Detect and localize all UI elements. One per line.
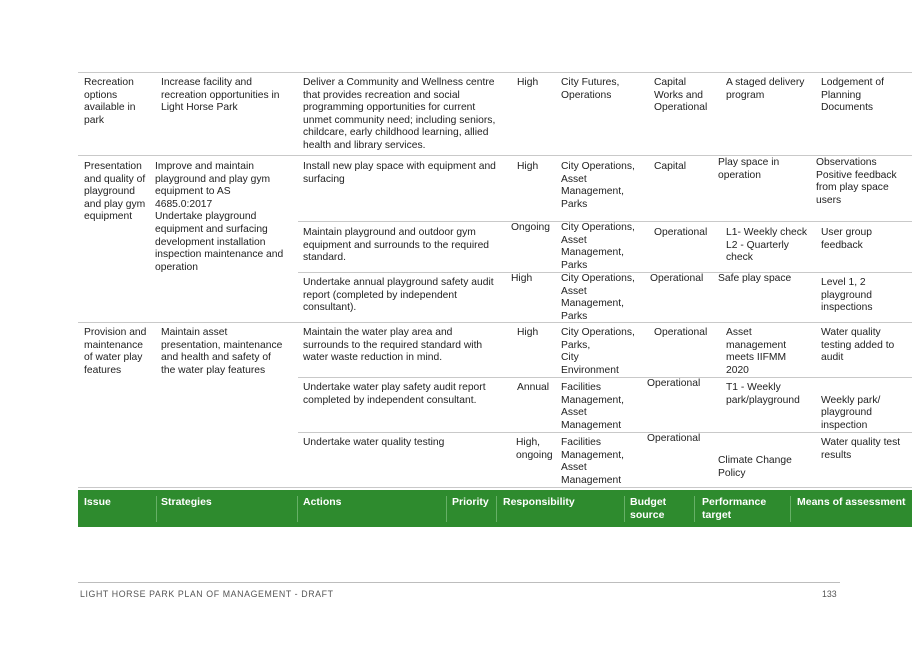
- responsibility-cell: City Operations, Asset Management, Parks: [561, 273, 635, 322]
- budget-cell: Operational: [654, 227, 708, 238]
- header-divider: [694, 496, 695, 522]
- row-divider: [298, 221, 912, 222]
- assessment-cell: Observations Positive feedback from play…: [816, 157, 897, 206]
- target-cell: Asset management meets IIFMM 2020: [726, 327, 787, 376]
- footer-document-title: LIGHT HORSE PARK PLAN OF MANAGEMENT - DR…: [80, 589, 334, 599]
- header-performance-target: Performance target: [702, 496, 767, 521]
- strategy-cell: Increase facility and recreation opportu…: [161, 77, 280, 114]
- responsibility-cell: City Operations, Asset Management, Parks: [561, 161, 635, 210]
- header-strategies: Strategies: [161, 496, 212, 508]
- row-divider: [78, 155, 912, 156]
- budget-cell: Operational: [650, 273, 704, 284]
- assessment-cell: User group feedback: [821, 227, 872, 251]
- header-divider: [297, 496, 298, 522]
- strategy-cell: Improve and maintain playground and play…: [155, 161, 284, 273]
- header-means-of-assessment: Means of assessment: [797, 496, 906, 508]
- assessment-cell: Lodgement of Planning Documents: [821, 77, 884, 114]
- assessment-cell: Level 1, 2 playground inspections: [821, 277, 873, 314]
- budget-cell: Operational: [647, 378, 701, 389]
- row-divider: [78, 72, 912, 73]
- priority-cell: Annual: [517, 382, 550, 393]
- action-cell: Maintain the water play area and surroun…: [303, 327, 483, 364]
- budget-cell: Operational: [647, 433, 701, 444]
- header-divider: [156, 496, 157, 522]
- responsibility-cell: City Operations, Parks, City Environment: [561, 327, 635, 376]
- priority-cell: High: [517, 77, 539, 88]
- header-issue: Issue: [84, 496, 111, 508]
- footer-divider: [78, 582, 840, 583]
- target-cell: T1 - Weekly park/playground: [726, 382, 800, 406]
- strategy-cell: Maintain asset presentation, maintenance…: [161, 327, 283, 376]
- action-cell: Undertake water quality testing: [303, 437, 445, 448]
- table-header: Issue Strategies Actions Priority Respon…: [78, 490, 912, 527]
- page-number: 133: [822, 589, 837, 599]
- priority-cell: High, ongoing: [516, 437, 553, 461]
- action-cell: Undertake annual playground safety audit…: [303, 277, 494, 314]
- responsibility-cell: Facilities Management, Asset Management: [561, 437, 624, 486]
- assessment-cell: Weekly park/ playground inspection: [821, 394, 881, 431]
- header-divider: [496, 496, 497, 522]
- row-divider: [298, 432, 912, 433]
- action-cell: Maintain playground and outdoor gym equi…: [303, 227, 490, 264]
- header-divider: [790, 496, 791, 522]
- target-cell: Climate Change Policy: [718, 455, 792, 479]
- row-divider: [78, 322, 912, 323]
- issue-cell: Provision and maintenance of water play …: [84, 327, 147, 376]
- header-divider: [446, 496, 447, 522]
- target-cell: L1- Weekly check L2 - Quarterly check: [726, 227, 808, 264]
- assessment-cell: Water quality test results: [821, 437, 901, 461]
- priority-cell: High: [517, 161, 539, 172]
- header-divider: [624, 496, 625, 522]
- responsibility-cell: City Operations, Asset Management, Parks: [561, 222, 635, 271]
- priority-cell: High: [517, 327, 539, 338]
- row-divider: [298, 377, 912, 378]
- action-cell: Deliver a Community and Wellness centre …: [303, 77, 496, 151]
- priority-cell: High: [511, 273, 533, 284]
- target-cell: Play space in operation: [718, 157, 780, 181]
- target-cell: A staged delivery program: [726, 77, 805, 101]
- action-cell: Install new play space with equipment an…: [303, 161, 496, 185]
- priority-cell: Ongoing: [511, 222, 550, 233]
- row-divider: [298, 272, 912, 273]
- assessment-cell: Water quality testing added to audit: [821, 327, 895, 364]
- header-actions: Actions: [303, 496, 342, 508]
- row-divider: [78, 487, 912, 488]
- budget-cell: Capital: [654, 161, 687, 172]
- issue-cell: Presentation and quality of playground a…: [84, 161, 146, 223]
- target-cell: Safe play space: [718, 273, 792, 284]
- header-responsibility: Responsibility: [503, 496, 575, 508]
- header-budget-source: Budget source: [630, 496, 667, 521]
- budget-cell: Capital Works and Operational: [654, 77, 708, 114]
- issue-cell: Recreation options available in park: [84, 77, 136, 126]
- header-priority: Priority: [452, 496, 489, 508]
- responsibility-cell: City Futures, Operations: [561, 77, 620, 101]
- responsibility-cell: Facilities Management, Asset Management: [561, 382, 624, 431]
- budget-cell: Operational: [654, 327, 708, 338]
- action-cell: Undertake water play safety audit report…: [303, 382, 486, 406]
